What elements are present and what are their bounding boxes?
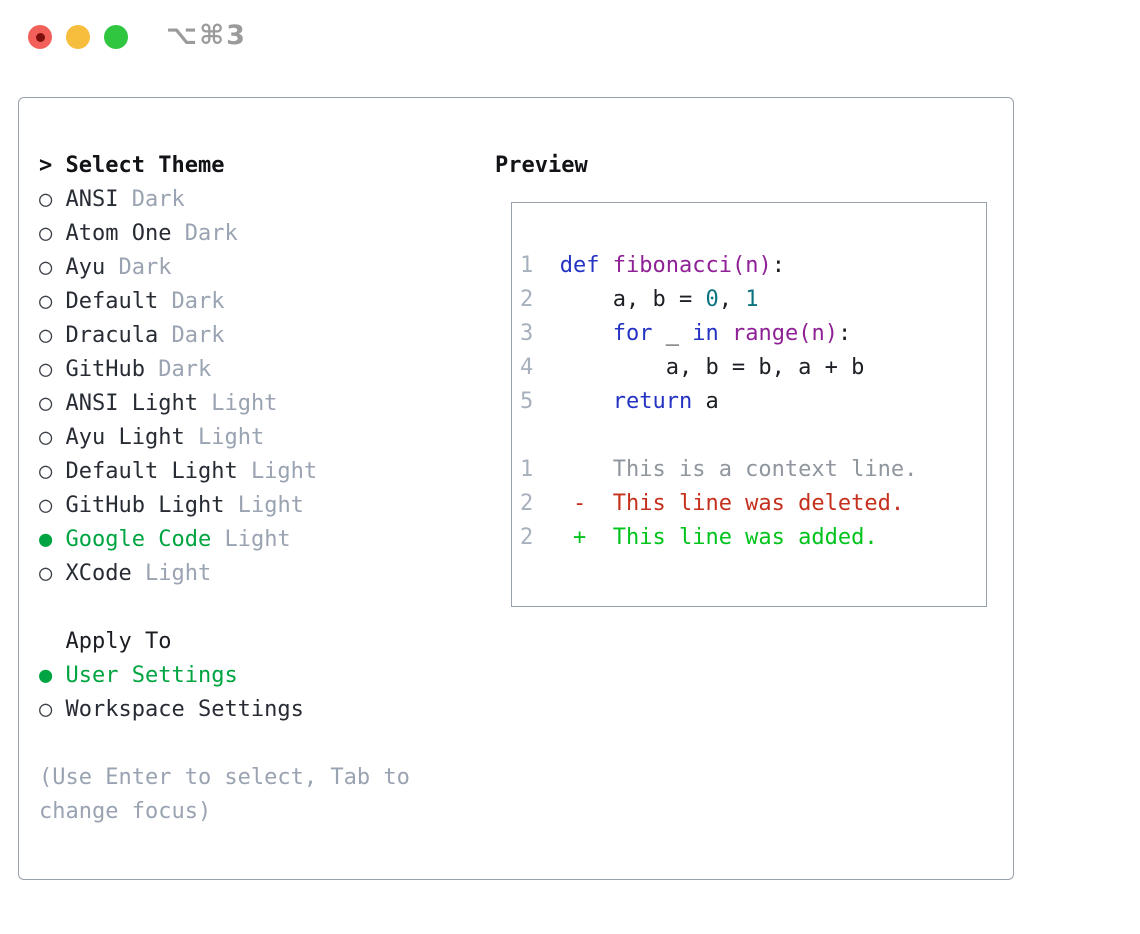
radio-icon: ○ — [39, 357, 53, 382]
minimize-button[interactable] — [66, 25, 90, 49]
radio-icon: ○ — [39, 697, 53, 722]
radio-selected-icon: ● — [39, 527, 53, 552]
radio-icon: ○ — [39, 323, 53, 348]
theme-option-google-code[interactable]: ● Google Code Light — [39, 527, 291, 552]
hint-text-line-1: (Use Enter to select, Tab to — [39, 765, 410, 790]
preview-code-box: 1 def fibonacci(n): 2 a, b = 0, 1 3 for _ … — [511, 202, 987, 607]
theme-option-default[interactable]: ○ Default Dark — [39, 289, 225, 314]
radio-icon: ○ — [39, 391, 53, 416]
prompt-icon: > — [39, 153, 53, 178]
theme-option-ansi-light[interactable]: ○ ANSI Light Light — [39, 391, 278, 416]
radio-selected-icon: ● — [39, 663, 53, 688]
radio-icon: ○ — [39, 255, 53, 280]
preview-code-line: 2 + This line was added. — [520, 525, 878, 550]
preview-title: Preview — [495, 153, 588, 178]
apply-to-option-workspace-settings[interactable]: ○ Workspace Settings — [39, 697, 304, 722]
close-button[interactable] — [28, 25, 52, 49]
spacer-row — [39, 727, 410, 761]
theme-list-title: > Select Theme — [39, 153, 225, 178]
theme-option-github[interactable]: ○ GitHub Dark — [39, 357, 212, 382]
radio-icon: ○ — [39, 187, 53, 212]
preview-code-line: 2 a, b = 0, 1 — [520, 287, 759, 312]
preview-code-line: 4 a, b = b, a + b — [520, 355, 865, 380]
theme-list: > Select Theme ○ ANSI Dark ○ Atom One Dark… — [39, 149, 410, 829]
theme-selector-panel: > Select Theme ○ ANSI Dark ○ Atom One Dark… — [18, 97, 1014, 880]
preview-code-line: 1 def fibonacci(n): — [520, 253, 785, 278]
theme-option-ayu-light[interactable]: ○ Ayu Light Light — [39, 425, 265, 450]
theme-option-atom-one[interactable]: ○ Atom One Dark — [39, 221, 238, 246]
theme-option-default-light[interactable]: ○ Default Light Light — [39, 459, 318, 484]
preview-code-line: 2 - This line was deleted. — [520, 491, 905, 516]
theme-option-xcode[interactable]: ○ XCode Light — [39, 561, 212, 586]
theme-option-dracula[interactable]: ○ Dracula Dark — [39, 323, 225, 348]
theme-option-ayu[interactable]: ○ Ayu Dark — [39, 255, 172, 280]
radio-icon: ○ — [39, 561, 53, 586]
radio-icon: ○ — [39, 221, 53, 246]
radio-icon: ○ — [39, 425, 53, 450]
theme-option-github-light[interactable]: ○ GitHub Light Light — [39, 493, 304, 518]
window-title-shortcut: ⌥⌘3 — [166, 20, 247, 51]
apply-to-option-user-settings[interactable]: ● User Settings — [39, 663, 238, 688]
radio-icon: ○ — [39, 459, 53, 484]
hint-text-line-2: change focus) — [39, 799, 212, 824]
preview-code-line: 3 for _ in range(n): — [520, 321, 852, 346]
apply-to-title: Apply To — [39, 629, 172, 654]
radio-icon: ○ — [39, 289, 53, 314]
radio-icon: ○ — [39, 493, 53, 518]
preview-code-line: 5 return a — [520, 389, 719, 414]
window-titlebar: ⌥⌘3 — [0, 0, 1140, 72]
theme-option-ansi[interactable]: ○ ANSI Dark — [39, 187, 185, 212]
preview-code-line: 1 This is a context line. — [520, 457, 918, 482]
preview-code-line — [520, 419, 986, 453]
zoom-button[interactable] — [104, 25, 128, 49]
spacer-row — [39, 591, 410, 625]
